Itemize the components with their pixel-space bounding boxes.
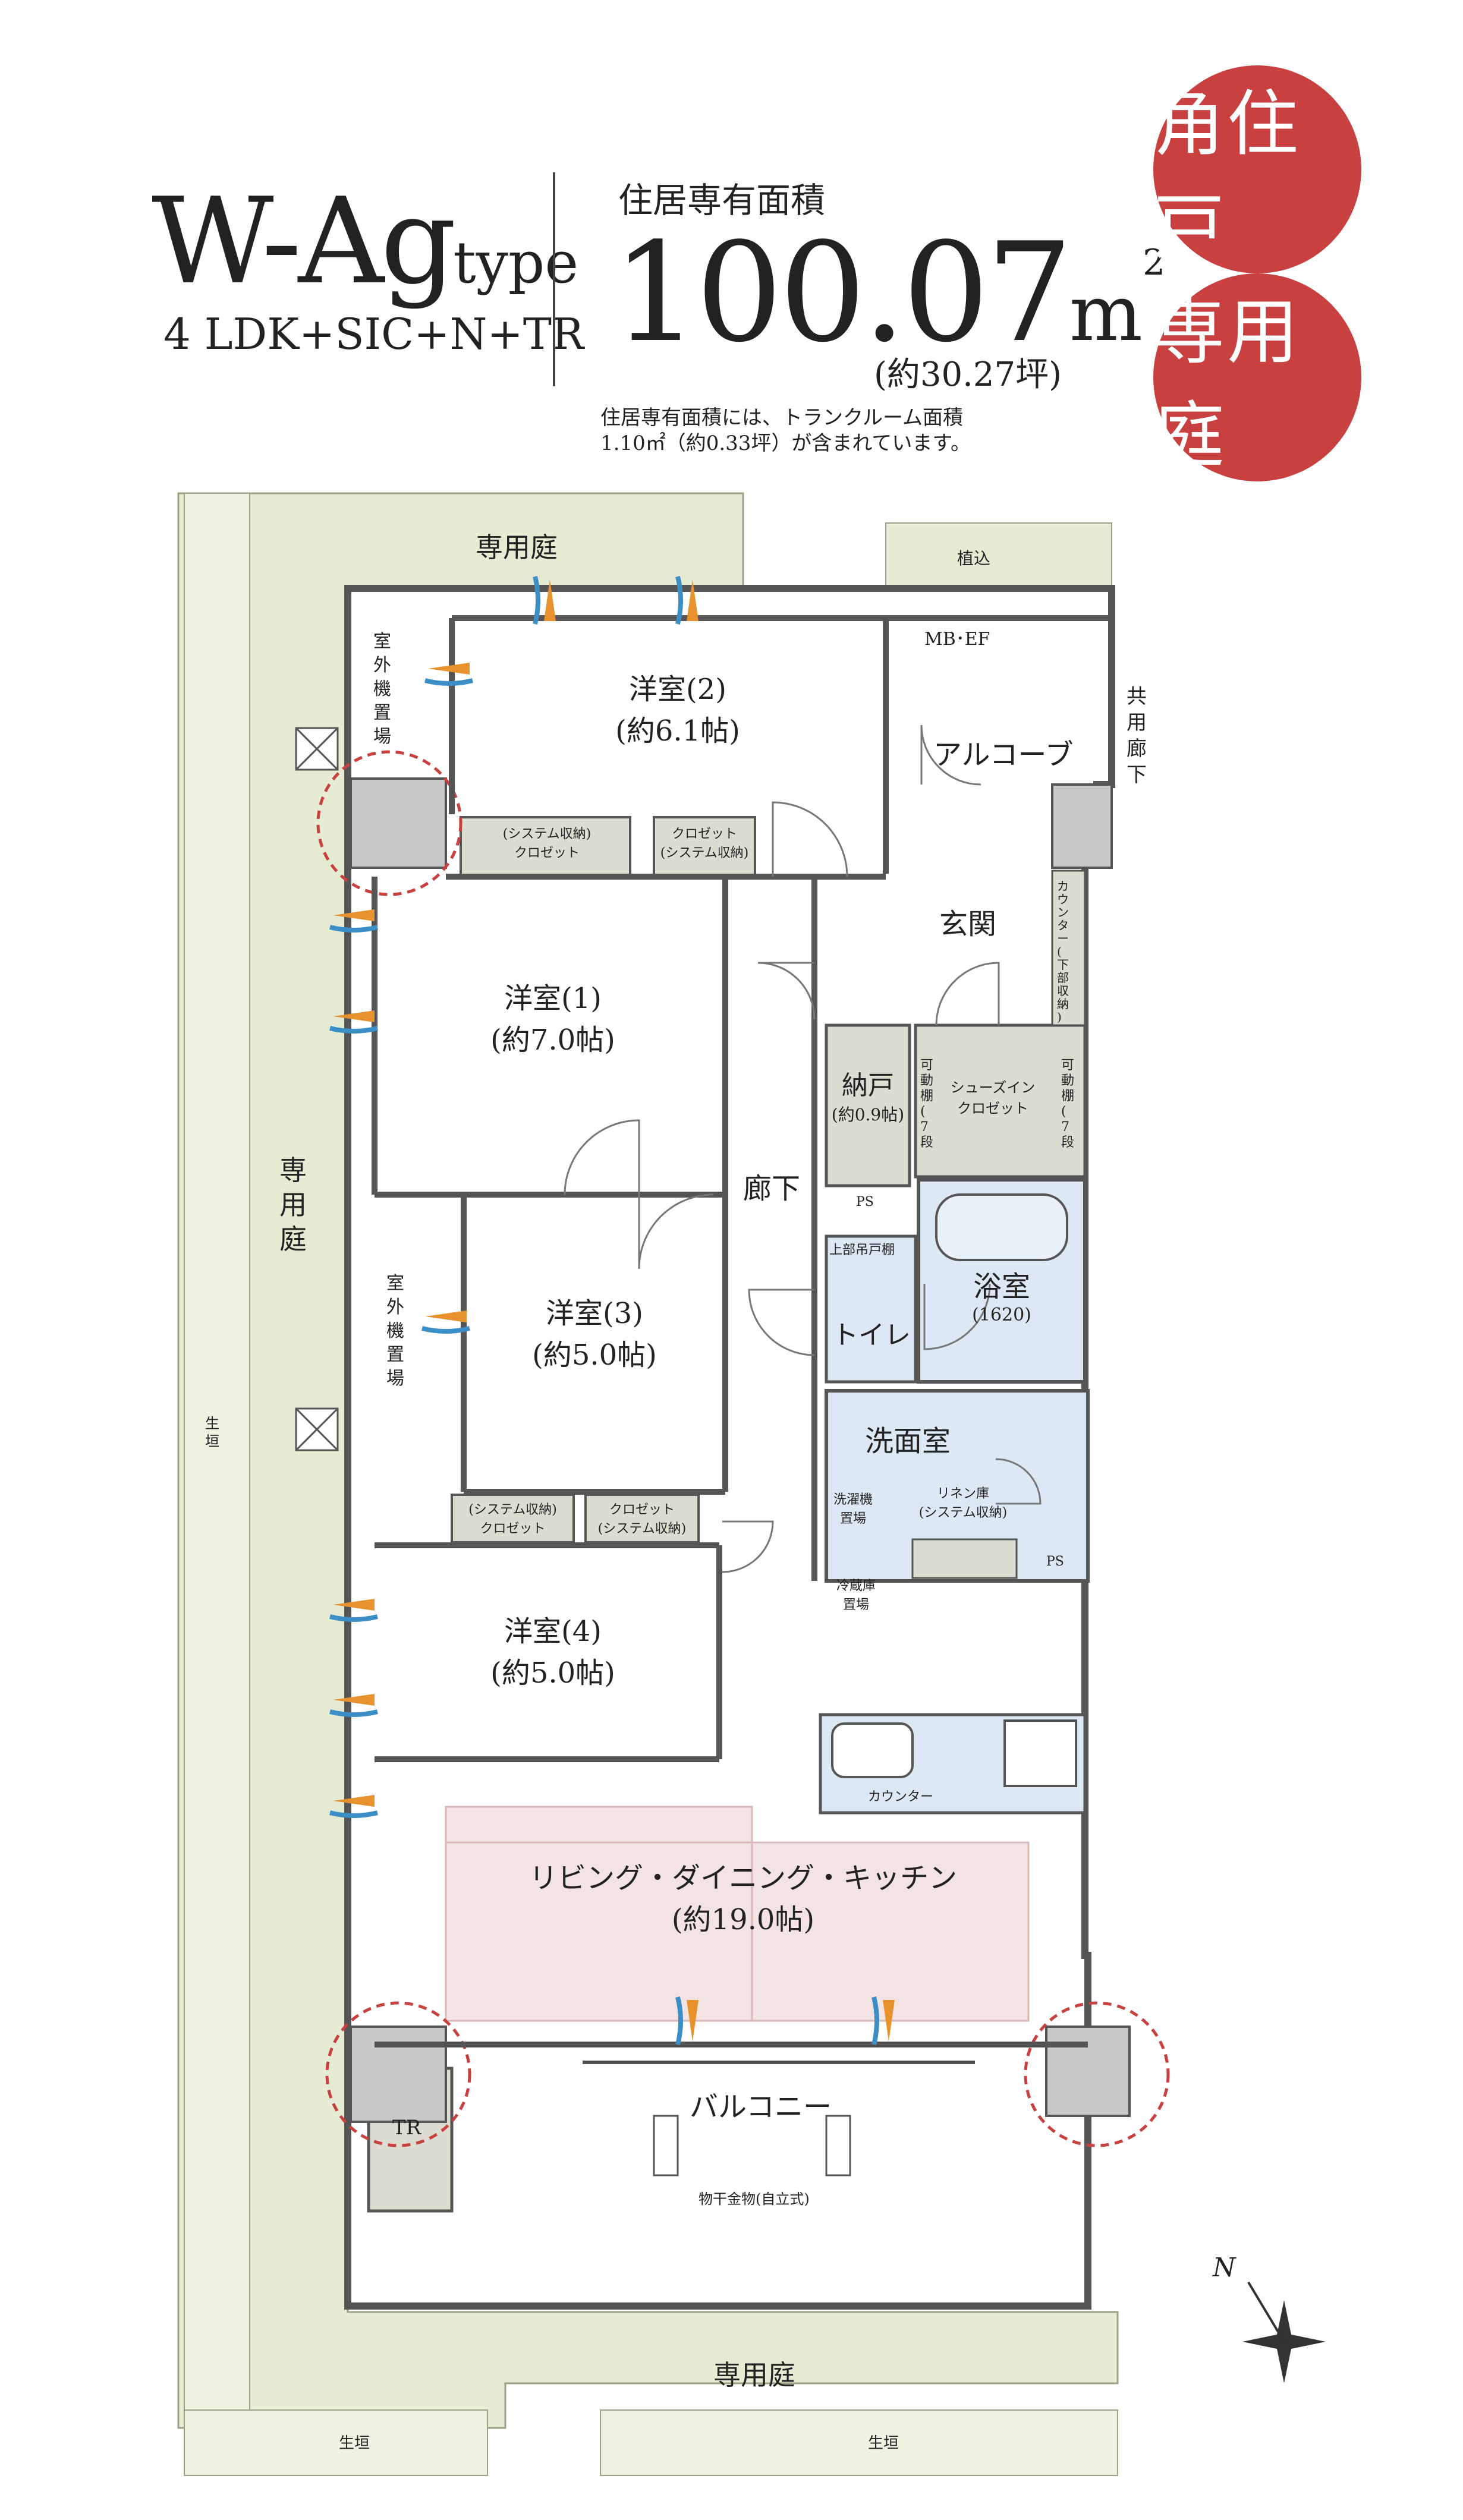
counter-storage — [1051, 870, 1086, 1026]
shoes-in-label: シューズインクロゼット — [950, 1079, 1036, 1117]
area-number: 100.07 — [612, 214, 1073, 373]
closet-1 — [460, 816, 631, 878]
compass-icon — [1242, 2281, 1326, 2383]
washer-label: 洗濯機置場 — [833, 1492, 873, 1526]
hedge-strip-bottom-left — [184, 2409, 488, 2476]
balcony-label: バルコニー — [690, 2090, 832, 2124]
area-unit-sup: 2 — [1143, 242, 1166, 284]
type-suffix: type — [453, 229, 579, 296]
counter-storage-label: カウンター(下部収納) — [1057, 879, 1069, 1024]
type-main: W-Ag — [152, 172, 457, 311]
linen-storage — [911, 1538, 1018, 1579]
mb-ef-label: MB･EF — [924, 629, 990, 650]
ikegaki-label-bottom-left: 生垣 — [339, 2434, 370, 2452]
ikegaki-label-bottom-right: 生垣 — [868, 2434, 899, 2452]
room-2-label: 洋室(2)(約6.1帖) — [615, 673, 740, 748]
closet-4-label: クロゼット(システム収納) — [597, 1502, 687, 1536]
alcove-label: アルコーブ — [933, 738, 1074, 771]
column-bottom-left — [350, 2026, 447, 2123]
area-note-1: 住居専有面積には、トランクルーム面積 — [600, 406, 963, 430]
area-unit: m — [1069, 268, 1143, 358]
planting-label: 植込 — [957, 549, 991, 568]
column-entrance — [1051, 783, 1113, 869]
corner-mark-2 — [325, 2001, 471, 2147]
ps-label-1: PS — [856, 1195, 874, 1209]
closet-3 — [451, 1494, 575, 1544]
nando-storage — [825, 1023, 911, 1187]
bath-label: 浴室(1620) — [972, 1270, 1031, 1325]
north-label: N — [1213, 2253, 1236, 2283]
ac-marks — [329, 576, 895, 2045]
ps-label-2: PS — [1046, 1554, 1064, 1569]
linen-label: リネン庫(システム収納) — [918, 1486, 1008, 1520]
toilet-area — [825, 1234, 917, 1384]
corner-mark-3 — [1024, 2001, 1170, 2147]
garden-label-top: 専用庭 — [476, 531, 558, 563]
hedge-strip-bottom-right — [600, 2409, 1118, 2476]
shoes-in-closet — [914, 1023, 1087, 1179]
washroom-label: 洗面室 — [865, 1425, 951, 1458]
layout-label: 4 LDK+SIC+N+TR — [163, 309, 584, 359]
closet-3-label: (システム収納)クロゼット — [468, 1502, 557, 1536]
planting-top — [885, 522, 1112, 595]
kitchen-counter-label: カウンター — [868, 1790, 934, 1804]
stove — [1003, 1719, 1077, 1787]
header-divider — [553, 172, 555, 386]
hedge-strip-left — [184, 493, 250, 2426]
closet-1-label: (システム収納)クロゼット — [502, 827, 592, 861]
area-note-2: 1.10㎡（約0.33坪）が含まれています。 — [600, 431, 971, 455]
area-tsubo: (約30.27坪) — [874, 355, 1062, 394]
tr-label: TR — [392, 2116, 421, 2140]
bathtub — [935, 1193, 1068, 1261]
room-1-label: 洋室(1)(約7.0帖) — [490, 982, 615, 1057]
upper-cabinet-label: 上部吊戸棚 — [829, 1243, 895, 1258]
corner-mark-1 — [316, 750, 463, 896]
ikegaki-label-left: 生垣 — [205, 1415, 219, 1450]
ldk-label: リビング・ダイニング・キッチン(約19.0帖) — [528, 1861, 957, 1936]
room-3-label: 洋室(3)(約5.0帖) — [532, 1297, 657, 1372]
laundry-pole-label: 物干金物(自立式) — [699, 2191, 810, 2207]
closet-2 — [653, 816, 756, 878]
area-value: 100.07m2 — [612, 214, 1165, 373]
area-label: 住居専有面積 — [618, 180, 826, 220]
ldk-area — [445, 1841, 1030, 2022]
genkan-label: 玄関 — [939, 908, 997, 941]
column-bottom-right — [1045, 2026, 1131, 2117]
garden-label-bottom: 専用庭 — [713, 2359, 795, 2391]
garden-label-left: 専用庭 — [279, 1154, 307, 1255]
type-title: W-Agtype — [152, 172, 578, 311]
outdoor-unit-label-1: 室外機置場 — [373, 631, 391, 747]
closet-2-label: クロゼット(システム収納) — [660, 827, 749, 861]
sink — [831, 1722, 914, 1778]
nando-label: 納戸(約0.9帖) — [831, 1070, 905, 1124]
column-top-left — [350, 777, 447, 869]
fridge-label: 冷蔵庫置場 — [836, 1579, 876, 1612]
closet-4 — [584, 1494, 700, 1544]
room-4-label: 洋室(4)(約5.0帖) — [490, 1615, 615, 1690]
shared-corridor-label: 共用廊下 — [1127, 685, 1147, 787]
outdoor-unit-label-2: 室外機置場 — [386, 1273, 404, 1389]
corridor-label: 廊下 — [743, 1172, 801, 1205]
toilet-label: トイレ — [832, 1320, 911, 1350]
badge-private-garden: 専用庭 — [1153, 273, 1361, 481]
